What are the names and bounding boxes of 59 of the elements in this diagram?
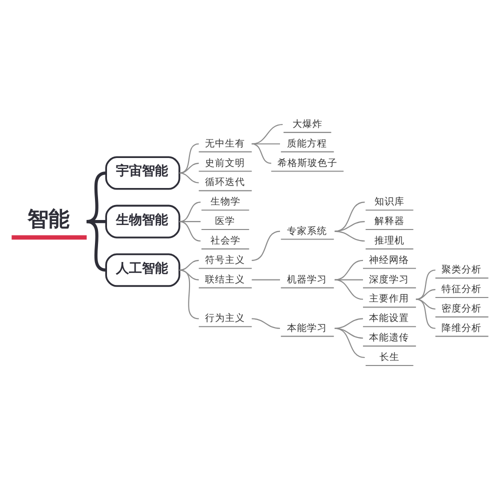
- connector: [179, 221, 201, 242]
- connector: [252, 279, 280, 280]
- connector: [179, 202, 201, 222]
- node-text: 解释器: [374, 216, 404, 228]
- node-text: 聚类分析: [442, 264, 482, 276]
- connector: [416, 289, 436, 300]
- connector: [252, 318, 280, 329]
- connector: [179, 221, 201, 222]
- connector: [179, 260, 199, 271]
- node-text: 无中生有: [204, 138, 245, 150]
- node-text: 史前文明: [204, 158, 245, 169]
- node-text: 神经网络: [369, 254, 410, 266]
- connector: [252, 230, 280, 261]
- node-text: 本能设置: [369, 313, 410, 324]
- node-text: 社会学: [210, 235, 240, 246]
- node-text: 主要作用: [369, 294, 410, 305]
- node-text: 医学: [215, 216, 236, 228]
- node-text: 希格斯玻色子: [277, 158, 338, 169]
- node-text: 特征分析: [442, 284, 482, 296]
- node-text: 机器学习: [287, 274, 328, 286]
- connector: [252, 124, 283, 144]
- connector: [334, 221, 365, 232]
- node-text: 本能遗传: [369, 332, 410, 344]
- connector: [179, 270, 199, 280]
- node-text: 智能: [28, 206, 70, 232]
- node-text: 联结主义: [204, 274, 245, 286]
- node-text: 生物学: [210, 196, 240, 208]
- node-box: 生物智能: [105, 204, 180, 238]
- node-text: 推理机: [374, 235, 404, 246]
- node-text: 长生: [379, 352, 400, 363]
- node-text: 本能学习: [287, 322, 328, 334]
- connector: [334, 202, 365, 232]
- connector: [179, 270, 199, 320]
- node-text: 知识库: [374, 196, 404, 208]
- connector: [179, 143, 199, 174]
- node-text: 质能方程: [287, 138, 328, 150]
- connector: [334, 318, 364, 329]
- node-text: 密度分析: [442, 303, 482, 314]
- node-text: 行为主义: [204, 313, 245, 324]
- node-text: 符号主义: [204, 254, 245, 266]
- node-text: 降维分析: [442, 322, 482, 334]
- connector: [334, 279, 364, 300]
- connector: [416, 298, 436, 329]
- connector: [179, 172, 199, 184]
- node-box: 人工智能: [105, 253, 180, 287]
- connector: [179, 162, 199, 174]
- connector: [252, 143, 280, 144]
- connector: [334, 328, 365, 358]
- connector: [334, 230, 365, 242]
- connector: [334, 260, 364, 280]
- node-text: 深度学习: [369, 274, 410, 286]
- connector: [416, 298, 436, 310]
- connector: [86, 220, 106, 224]
- connector: [416, 270, 436, 300]
- connector: [252, 143, 272, 164]
- node-box: 宇宙智能: [105, 156, 180, 190]
- node-text: 循环迭代: [204, 177, 245, 188]
- node-text: 大爆炸: [292, 118, 322, 130]
- node-text: 专家系统: [287, 226, 328, 237]
